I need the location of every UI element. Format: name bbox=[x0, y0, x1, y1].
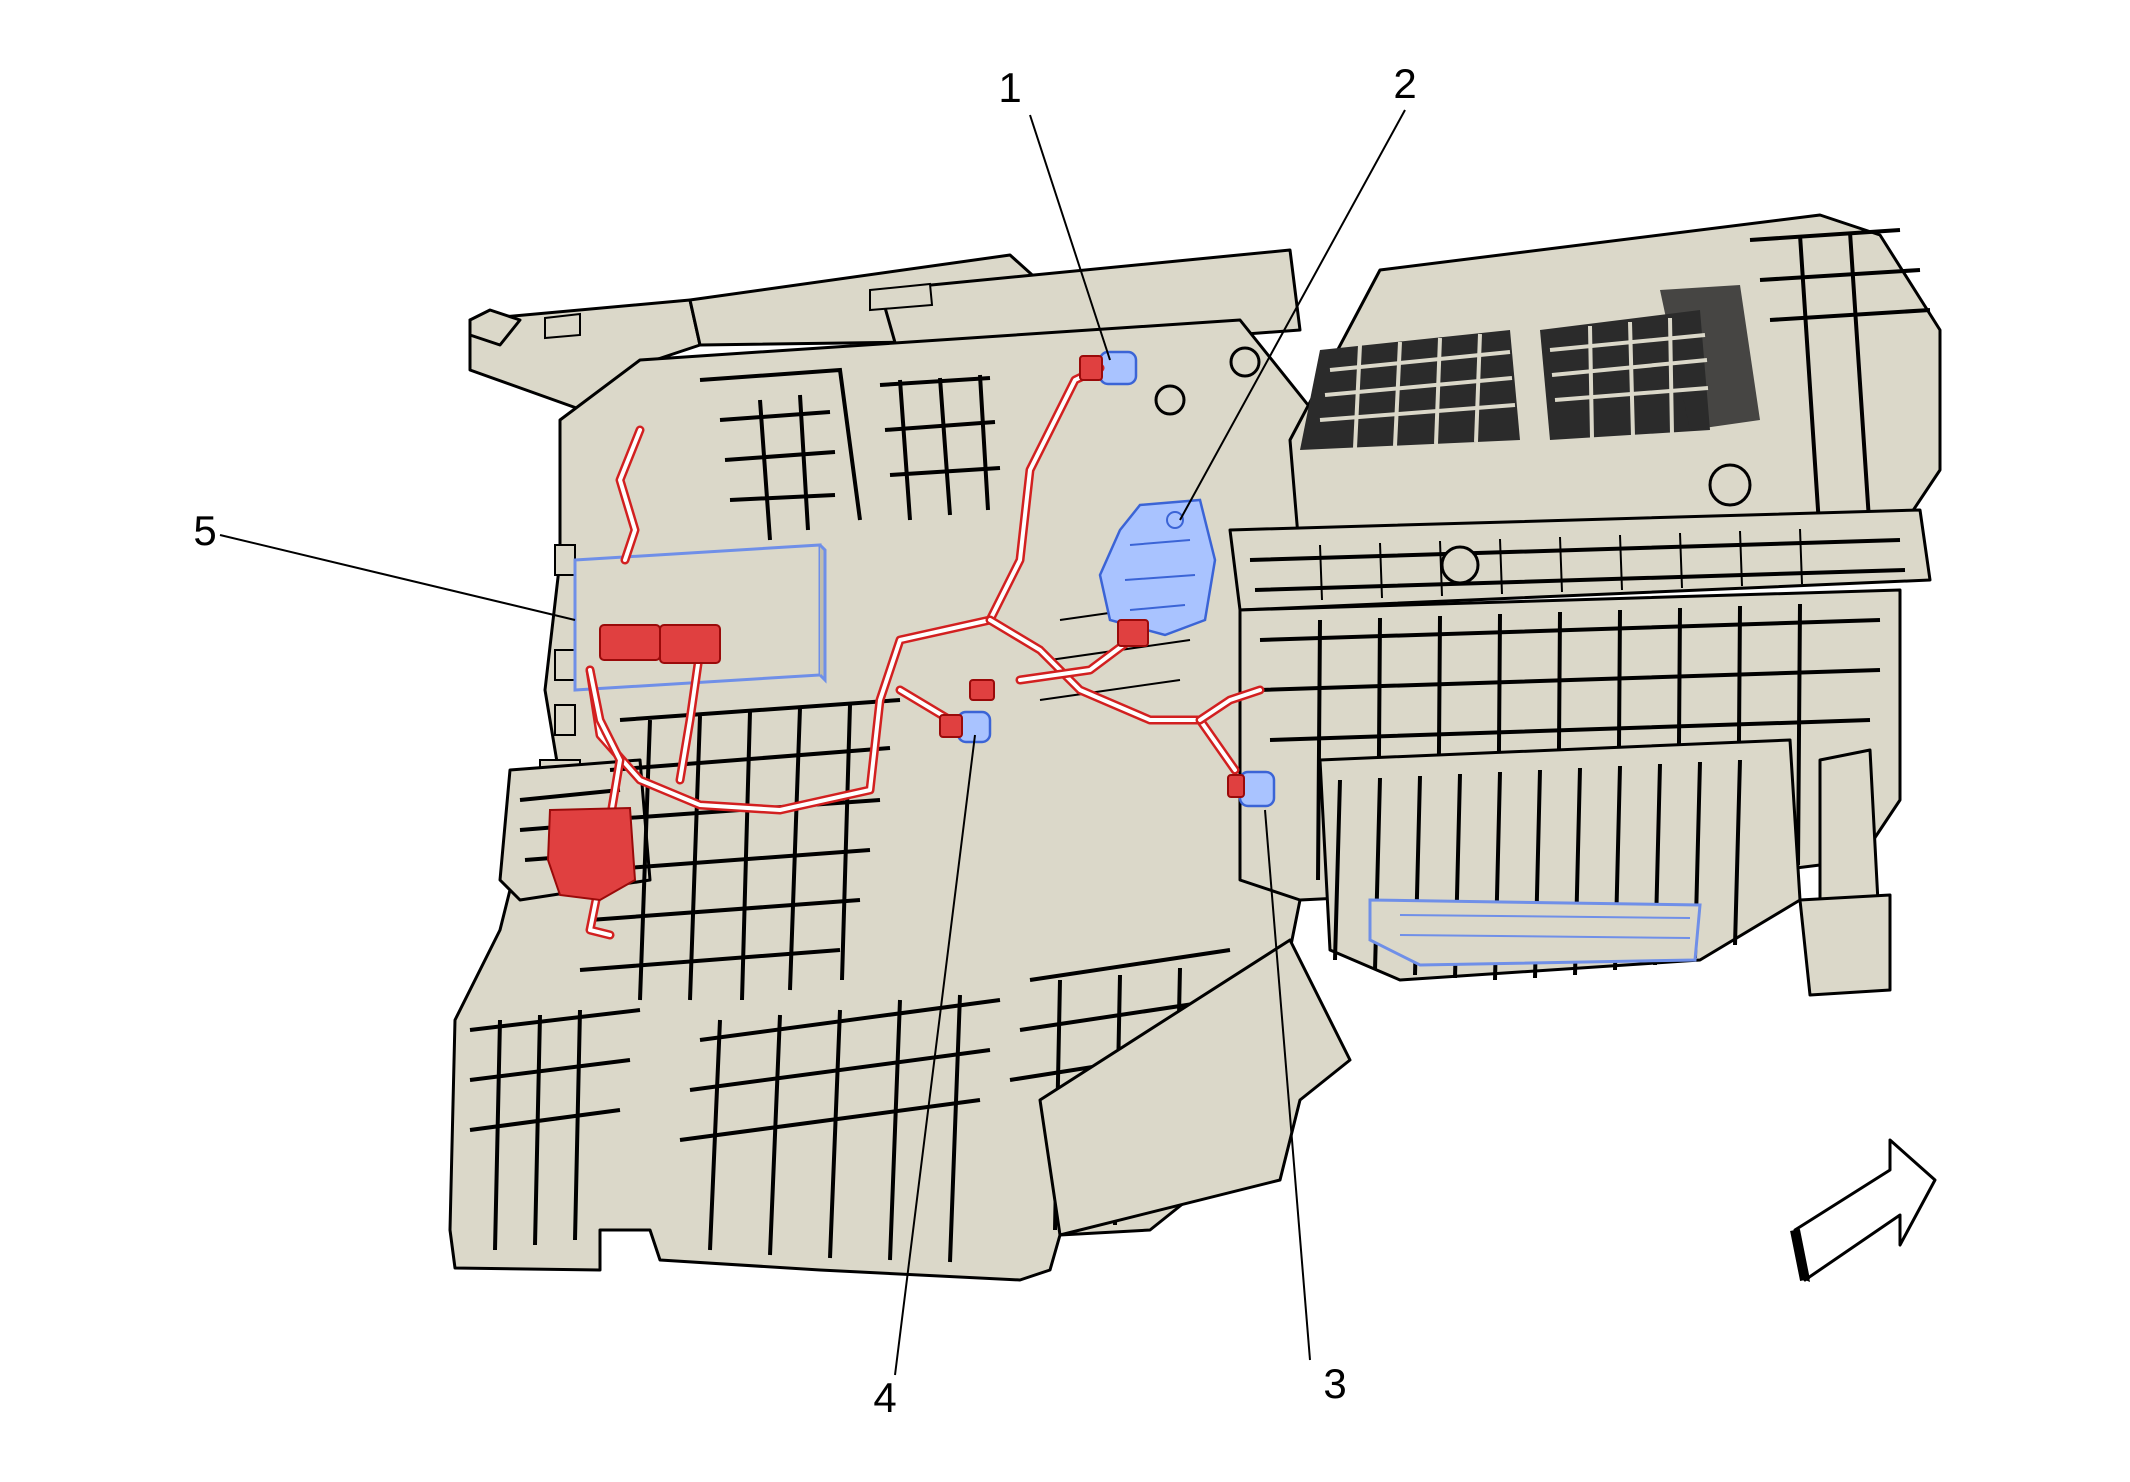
callout-labels: 1 2 3 4 5 bbox=[193, 60, 1416, 1421]
component-1-sensor-connector bbox=[1098, 350, 1138, 386]
blower-motor-control-module bbox=[1368, 898, 1702, 967]
leader-3 bbox=[1264, 809, 1311, 1361]
leader-4 bbox=[894, 734, 976, 1376]
component-3-actuator-connector bbox=[1238, 770, 1276, 808]
forward-arrow-icon bbox=[1790, 1138, 1937, 1282]
callout-leaders bbox=[219, 109, 1406, 1376]
leader-5 bbox=[219, 534, 576, 621]
callout-label-3: 3 bbox=[1323, 1360, 1346, 1407]
leader-1 bbox=[1029, 114, 1111, 361]
wiring-harness bbox=[546, 355, 1265, 940]
callout-label-1: 1 bbox=[998, 64, 1021, 111]
callout-label-5: 5 bbox=[193, 507, 216, 554]
callout-label-4: 4 bbox=[873, 1374, 896, 1421]
leader-2 bbox=[1179, 109, 1406, 521]
callout-label-2: 2 bbox=[1393, 60, 1416, 107]
component-2-actuator bbox=[1098, 498, 1217, 637]
